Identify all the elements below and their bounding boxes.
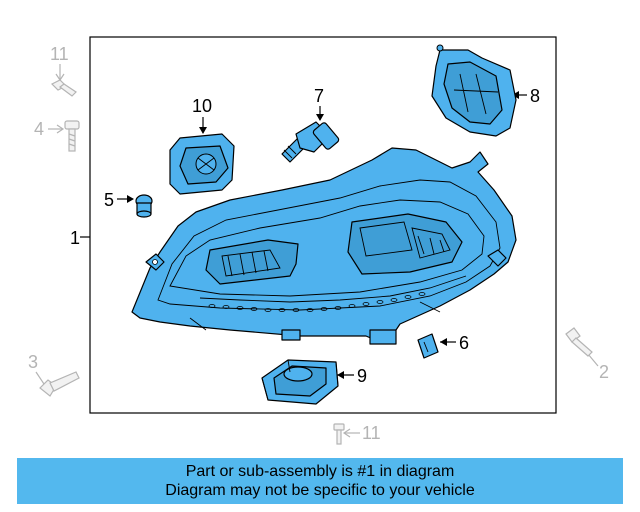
bolt-2[interactable]: 2 — [565, 327, 609, 382]
bulb-7[interactable]: 7 — [281, 86, 340, 163]
info-banner: Part or sub-assembly is #1 in diagram Di… — [17, 458, 623, 504]
callout-4: 4 — [34, 119, 44, 139]
callout-9: 9 — [357, 366, 367, 386]
banner-line-1: Part or sub-assembly is #1 in diagram — [185, 463, 455, 480]
bolt-11-bottom[interactable]: 11 — [333, 423, 381, 445]
bolt-4[interactable]: 4 — [34, 119, 80, 152]
callout-3: 3 — [28, 352, 38, 372]
callout-2: 2 — [599, 362, 609, 382]
callout-1: 1 — [70, 228, 80, 248]
callout-8: 8 — [530, 86, 540, 106]
bolt-11-top[interactable]: 11 — [50, 44, 77, 97]
headlamp-assembly[interactable] — [131, 147, 517, 345]
ballast-10[interactable]: 10 — [169, 96, 235, 195]
cap-5[interactable]: 5 — [104, 190, 153, 218]
control-module-9[interactable]: 9 — [261, 359, 367, 405]
bolt-3[interactable]: 3 — [28, 352, 80, 397]
led-strip — [208, 292, 426, 312]
parts-diagram: 11 4 3 2 11 1 — [28, 36, 609, 445]
clip-6[interactable]: 6 — [417, 333, 469, 359]
banner-line-2: Diagram may not be specific to your vehi… — [165, 482, 475, 499]
housing-cover-8[interactable]: 8 — [431, 44, 540, 137]
callout-7: 7 — [314, 86, 324, 106]
callout-11-top: 11 — [50, 44, 69, 64]
callout-11-bottom: 11 — [362, 423, 381, 443]
assembly-frame — [89, 36, 557, 414]
callout-10: 10 — [192, 96, 212, 116]
callout-6: 6 — [459, 333, 469, 353]
callout-5: 5 — [104, 190, 114, 210]
